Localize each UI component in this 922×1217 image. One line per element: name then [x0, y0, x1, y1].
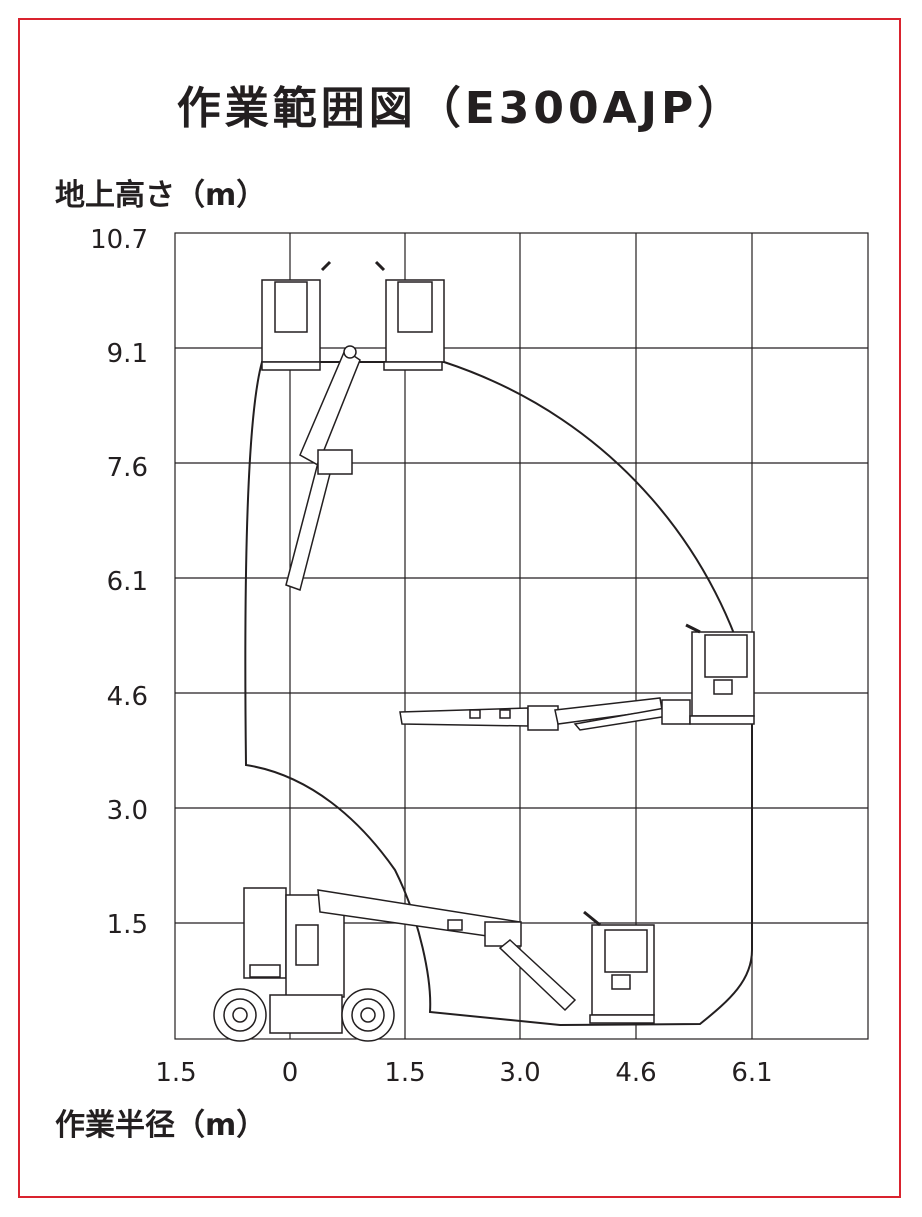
- y-tick-label: 9.1: [106, 339, 148, 369]
- x-tick-label: 3.0: [499, 1058, 541, 1088]
- y-tick-label: 4.6: [106, 682, 148, 712]
- y-tick-label: 6.1: [106, 567, 148, 597]
- y-tick-label: 1.5: [106, 910, 148, 940]
- page-title: 作業範囲図（E300AJP）: [176, 83, 746, 134]
- plot-border: [174, 232, 869, 1040]
- x-tick-label: 6.1: [731, 1058, 773, 1088]
- y-tick-label: 7.6: [106, 453, 148, 483]
- x-tick-label: 1.5: [384, 1058, 426, 1088]
- work-envelope-curve: [244, 361, 753, 1027]
- y-axis-label: 地上高さ（m）: [55, 178, 267, 213]
- page-frame: [18, 18, 901, 1198]
- x-tick-label: 0: [281, 1058, 299, 1088]
- x-tick-label: 1.5: [155, 1058, 197, 1088]
- x-tick-label: 4.6: [615, 1058, 657, 1088]
- aerial-work-platform-max-height-icon: [261, 260, 445, 591]
- y-tick-label: 10.7: [90, 225, 148, 255]
- aerial-work-platform-stowed-icon: [213, 887, 655, 1042]
- aerial-work-platform-max-outreach-icon: [399, 623, 755, 731]
- x-axis-label: 作業半径（m）: [55, 1108, 267, 1143]
- y-tick-label: 3.0: [106, 796, 148, 826]
